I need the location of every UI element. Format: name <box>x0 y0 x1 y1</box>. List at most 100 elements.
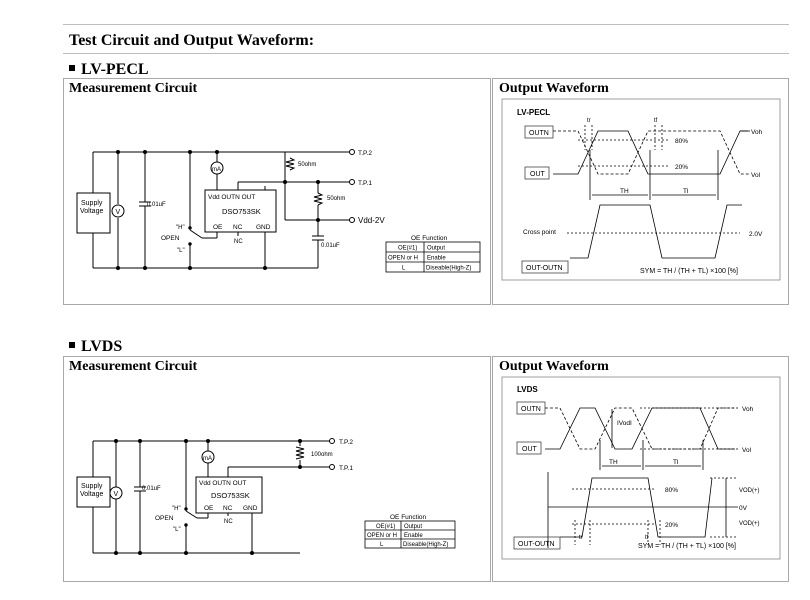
pecl-circuit-box <box>63 78 491 305</box>
svg-text:"H": "H" <box>176 225 185 231</box>
lvds-sym-formula: SYM = TH / (TH + TL) ×100 [%] <box>638 543 736 550</box>
svg-text:NC: NC <box>234 239 243 245</box>
pecl-oe-title: OE Function <box>411 235 448 242</box>
svg-text:tf: tf <box>645 535 649 541</box>
lvds-tp2-terminal-icon <box>329 438 335 444</box>
svg-text:tr: tr <box>587 118 591 124</box>
svg-text:Supply: Supply <box>81 483 103 490</box>
svg-text:Enable: Enable <box>404 533 423 539</box>
svg-text:"L": "L" <box>177 248 185 254</box>
svg-text:V: V <box>114 491 119 498</box>
svg-text:Diseable(High-Z): Diseable(High-Z) <box>426 266 471 272</box>
lvds-circuit-box <box>63 356 491 582</box>
svg-text:0.01uF: 0.01uF <box>142 486 161 492</box>
svg-text:tr: tr <box>579 535 583 541</box>
svg-text:Vdd OUTN OUT: Vdd OUTN OUT <box>199 480 246 487</box>
svg-text:Voh: Voh <box>742 406 754 413</box>
svg-text:NC: NC <box>224 519 233 525</box>
section-heading-lvds: LVDS <box>69 338 122 356</box>
lvds-waveform-box <box>492 356 789 582</box>
svg-text:NC: NC <box>233 224 243 231</box>
lvds-wave-title: LVDS <box>517 385 538 394</box>
svg-text:Enable: Enable <box>427 256 446 262</box>
pecl-cross-point-label: Cross point <box>523 229 556 236</box>
svg-text:OE: OE <box>204 505 214 512</box>
svg-text:80%: 80% <box>675 138 688 145</box>
lvds-outouth-label-box <box>513 536 561 550</box>
svg-text:20%: 20% <box>675 164 688 171</box>
svg-text:Tl: Tl <box>683 188 689 195</box>
pecl-oe-table <box>385 241 481 273</box>
svg-text:20%: 20% <box>665 522 678 529</box>
pecl-wave-title: LV-PECL <box>517 108 550 117</box>
lvds-waveform-title: Output Waveform <box>499 359 609 374</box>
section-heading-lvpecl: LV-PECL <box>69 61 149 79</box>
svg-text:OUTN: OUTN <box>521 406 541 413</box>
lvds-oe-table <box>364 520 456 549</box>
pecl-waveform-box <box>492 78 789 305</box>
svg-text:Voh: Voh <box>751 129 763 136</box>
svg-text:Vol: Vol <box>742 447 752 454</box>
pecl-voltmeter-icon <box>111 204 125 218</box>
section-name: LVDS <box>81 338 123 355</box>
lvds-waveform-frame <box>501 376 781 560</box>
svg-text:tf: tf <box>654 118 658 124</box>
svg-text:Tl: Tl <box>673 459 679 466</box>
svg-text:L: L <box>402 266 406 272</box>
svg-text:OUT-OUTN: OUT-OUTN <box>526 265 563 272</box>
svg-text:"L": "L" <box>173 527 181 533</box>
pecl-chip-name: DSO753SK <box>222 207 261 216</box>
svg-text:mA: mA <box>203 456 212 462</box>
svg-text:OUTN: OUTN <box>529 130 549 137</box>
bullet-square-icon <box>69 65 75 72</box>
svg-text:OPEN or H: OPEN or H <box>388 256 418 262</box>
svg-text:Vol: Vol <box>751 172 761 179</box>
svg-text:0.01uF: 0.01uF <box>321 243 340 249</box>
pecl-measurement-title: Measurement Circuit <box>69 81 198 96</box>
pecl-voltage-label: Voltage <box>80 208 103 215</box>
page-title: Test Circuit and Output Waveform: <box>69 32 315 49</box>
pecl-waveform-frame <box>501 98 781 281</box>
title-rule <box>63 53 789 54</box>
svg-text:NC: NC <box>223 505 233 512</box>
pecl-outn-label-box <box>524 125 554 139</box>
svg-text:T.P.1: T.P.1 <box>339 465 353 472</box>
lvds-voltmeter-icon <box>109 486 123 500</box>
section-name: LV-PECL <box>81 61 149 78</box>
svg-text:VOD(+): VOD(+) <box>739 521 760 527</box>
svg-text:T.P.2: T.P.2 <box>339 439 353 446</box>
svg-text:OUT: OUT <box>530 171 546 178</box>
svg-text:mA: mA <box>212 167 221 173</box>
pecl-cap1-label: 0.01uF <box>147 202 166 208</box>
svg-text:OPEN: OPEN <box>161 235 180 242</box>
pecl-chip-box <box>204 189 277 233</box>
pecl-out-label-box <box>524 166 550 180</box>
lvds-chip-name: DSO753SK <box>211 491 250 500</box>
svg-text:0V: 0V <box>739 505 748 512</box>
pecl-vdd2v-terminal-icon <box>349 217 355 223</box>
svg-text:50ohm: 50ohm <box>327 196 345 202</box>
svg-text:2.0V: 2.0V <box>749 231 763 238</box>
svg-text:80%: 80% <box>665 487 678 494</box>
svg-text:GND: GND <box>243 505 258 512</box>
svg-text:OUT-OUTN: OUT-OUTN <box>518 541 555 548</box>
bullet-square-icon <box>69 342 75 349</box>
pecl-tp2-label: T.P.2 <box>358 150 372 157</box>
pecl-vdd2v-label: Vdd-2V <box>358 216 385 225</box>
svg-text:100ohm: 100ohm <box>311 452 333 458</box>
lvds-tp1-terminal-icon <box>329 464 335 470</box>
svg-text:IVodI: IVodI <box>617 420 632 427</box>
pecl-resistor1-icon <box>285 157 296 171</box>
svg-text:VOD(+): VOD(+) <box>739 488 760 494</box>
pecl-resistor2-icon <box>313 192 324 206</box>
svg-text:TH: TH <box>620 188 629 195</box>
svg-text:OPEN: OPEN <box>155 515 174 522</box>
svg-text:Vdd OUTN OUT: Vdd OUTN OUT <box>208 194 255 201</box>
svg-text:Output: Output <box>404 524 422 530</box>
svg-text:L: L <box>380 542 384 548</box>
svg-text:Diseable(High-Z): Diseable(High-Z) <box>403 542 448 548</box>
pecl-tp1-terminal-icon <box>349 179 355 185</box>
